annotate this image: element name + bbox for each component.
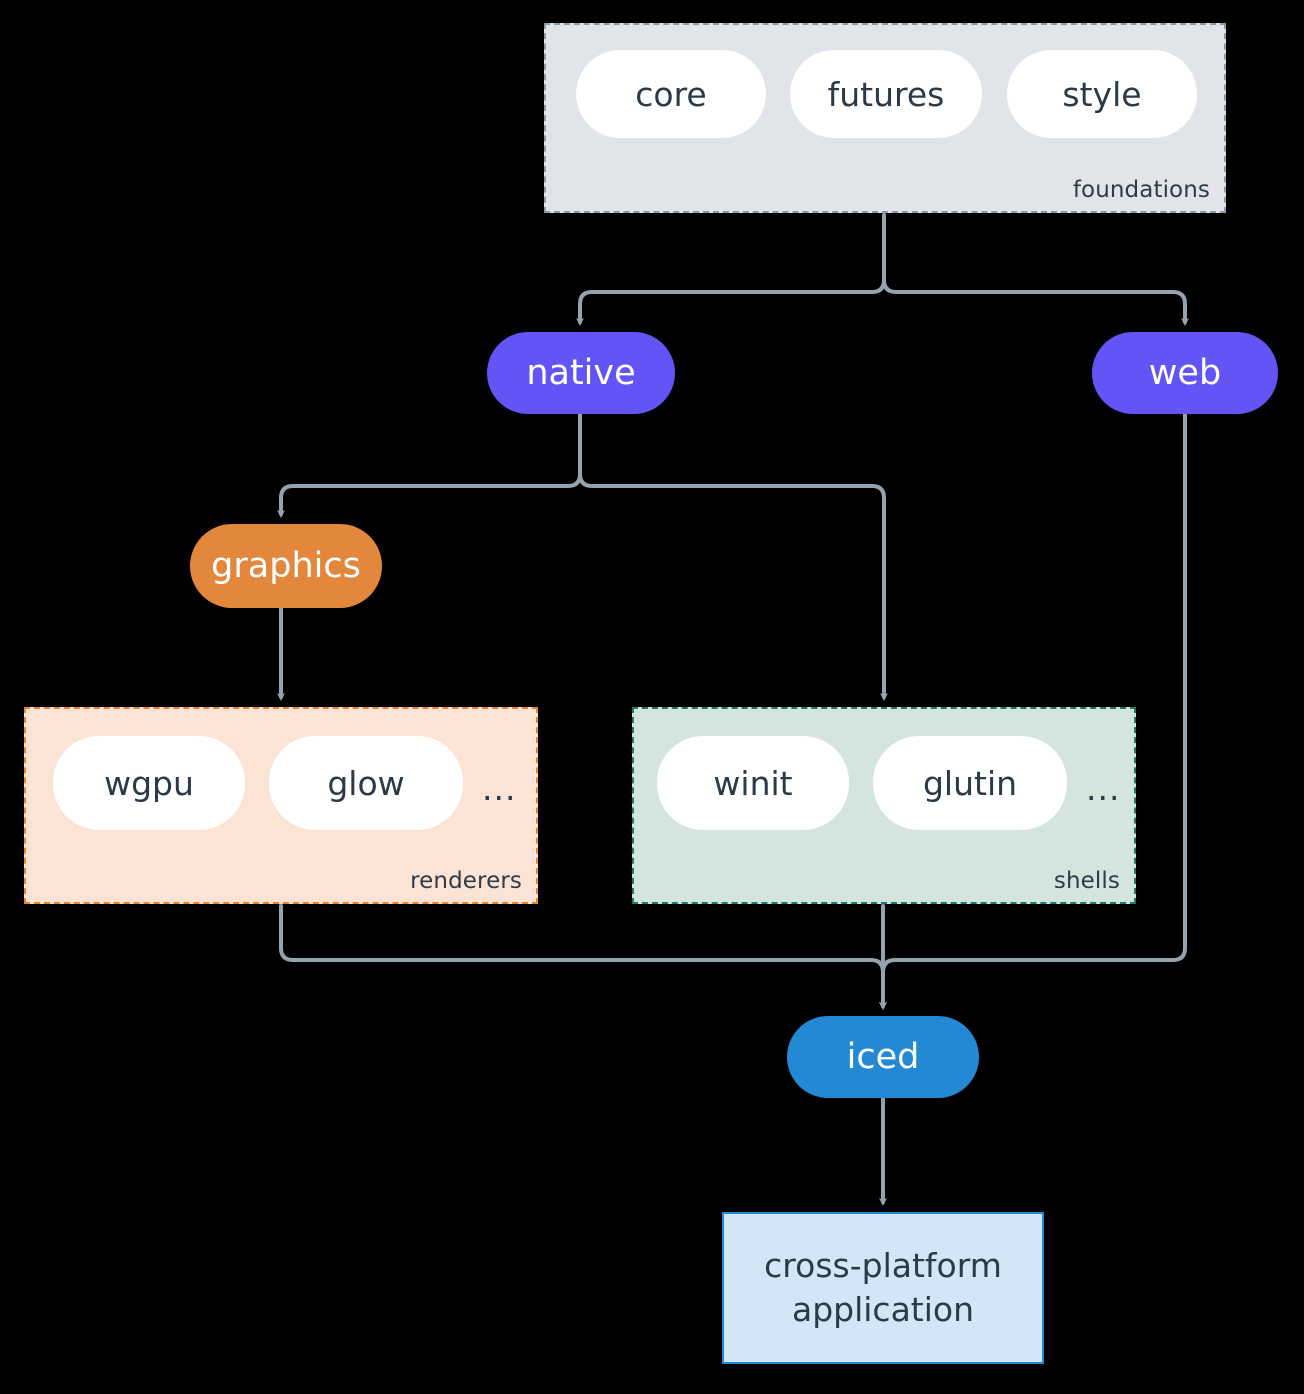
chip-wgpu[interactable]: wgpu bbox=[53, 736, 245, 830]
group-label-foundations: foundations bbox=[1072, 177, 1210, 203]
group-renderers[interactable]: wgpu glow ... renderers bbox=[24, 707, 538, 904]
group-renderers-content: wgpu glow ... bbox=[26, 709, 536, 902]
group-label-shells: shells bbox=[1053, 868, 1120, 894]
group-foundations-content: core futures style bbox=[546, 25, 1224, 211]
chip-style[interactable]: style bbox=[1007, 50, 1197, 138]
edge-foundations-native bbox=[576, 213, 886, 326]
node-web[interactable]: web bbox=[1092, 332, 1278, 414]
group-label-renderers: renderers bbox=[410, 868, 522, 894]
node-native[interactable]: native bbox=[487, 332, 675, 414]
group-shells[interactable]: winit glutin ... shells bbox=[632, 707, 1136, 904]
edge-native-graphics bbox=[277, 412, 582, 518]
edge-foundations-web bbox=[882, 213, 1189, 326]
cross-platform-line2: application bbox=[791, 1290, 975, 1329]
chip-glutin[interactable]: glutin bbox=[873, 736, 1067, 830]
edge-native-shells bbox=[578, 412, 888, 701]
node-cross-platform-application[interactable]: cross-platform application bbox=[722, 1212, 1044, 1364]
renderers-more-ellipsis: ... bbox=[482, 769, 517, 808]
group-foundations[interactable]: core futures style foundations bbox=[544, 23, 1226, 213]
chip-winit[interactable]: winit bbox=[657, 736, 849, 830]
group-shells-content: winit glutin ... bbox=[634, 709, 1134, 902]
chip-core[interactable]: core bbox=[576, 50, 766, 138]
node-iced[interactable]: iced bbox=[787, 1016, 979, 1098]
cross-platform-line1: cross-platform bbox=[764, 1246, 1002, 1286]
chip-glow[interactable]: glow bbox=[269, 736, 463, 830]
node-graphics[interactable]: graphics bbox=[190, 524, 382, 608]
edge-renderers-iced bbox=[279, 904, 887, 1010]
shells-more-ellipsis: ... bbox=[1086, 769, 1121, 808]
chip-futures[interactable]: futures bbox=[790, 50, 982, 138]
